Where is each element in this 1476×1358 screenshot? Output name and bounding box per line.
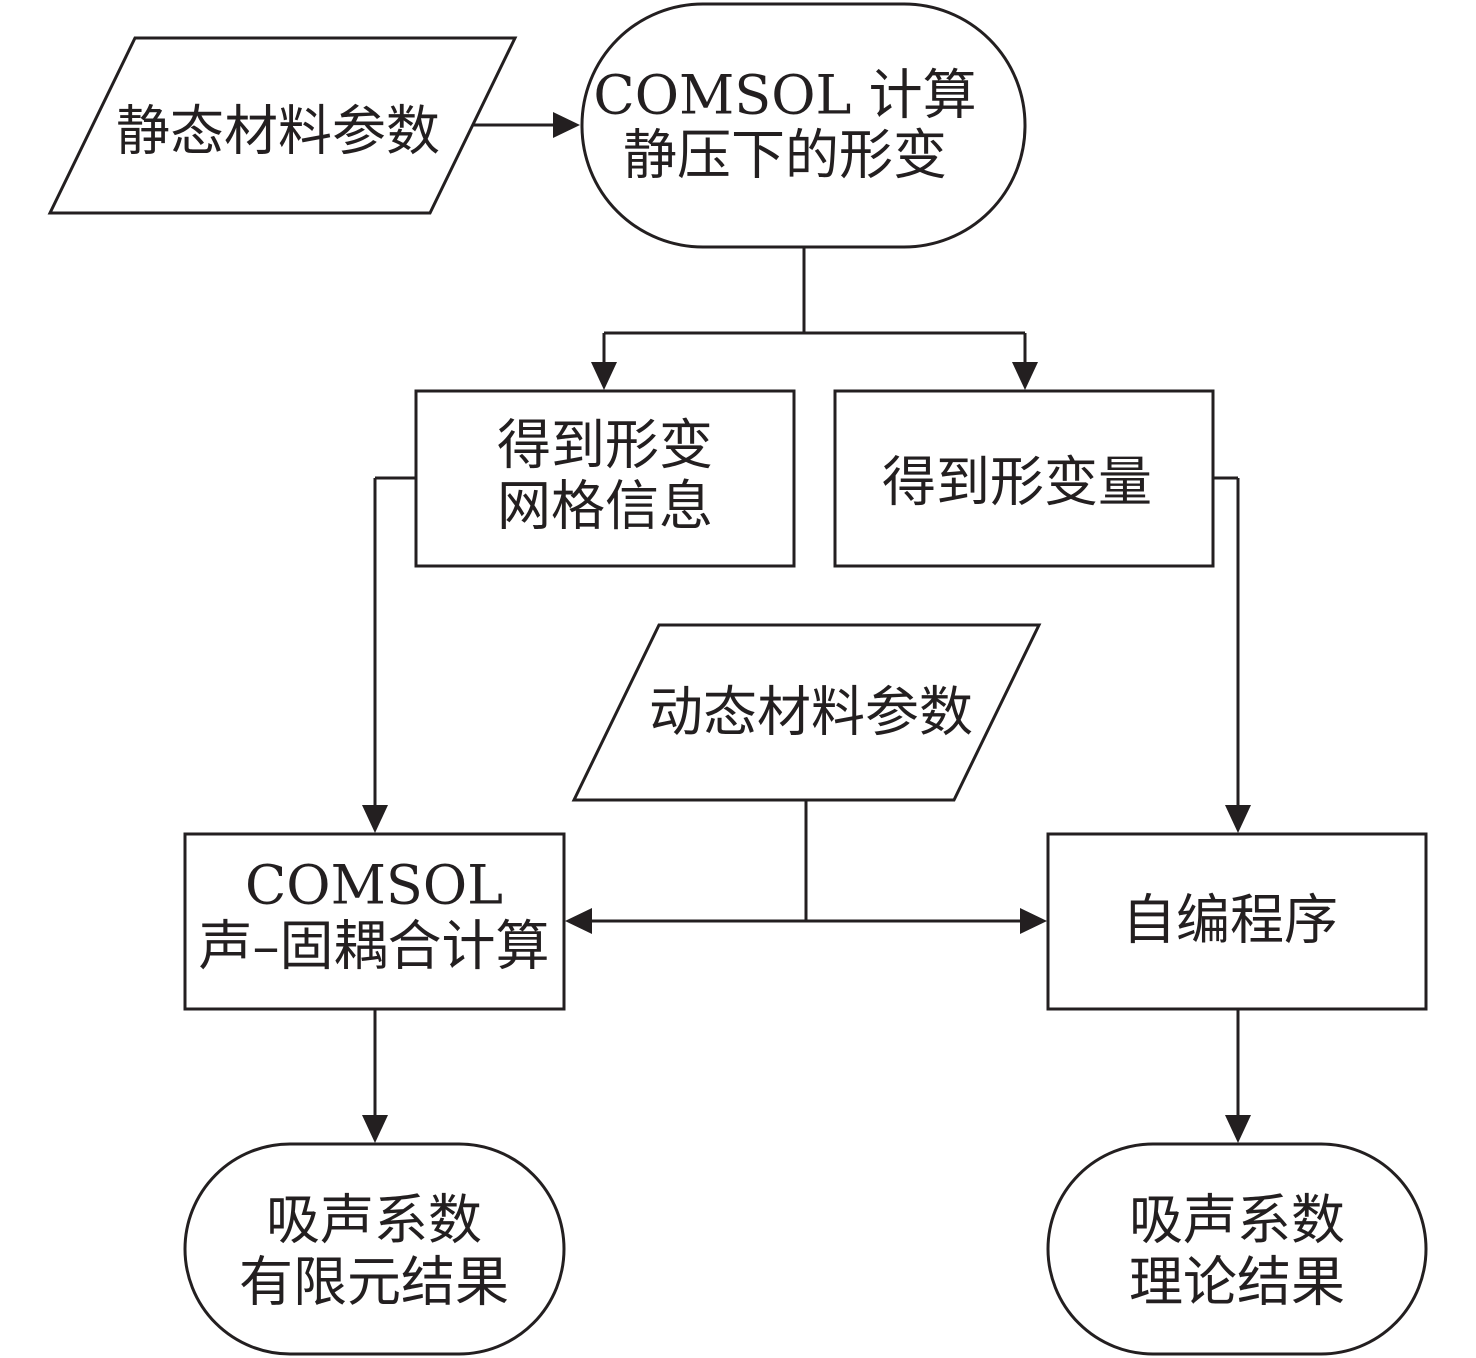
node-mesh-info-line-2: 网格信息	[497, 475, 713, 538]
node-static-params: 静态材料参数	[47, 36, 518, 215]
node-fem-result: 吸声系数 有限元结果	[183, 1142, 566, 1356]
edge-dynamic-params-split	[565, 800, 1047, 934]
edge-custom-program-to-theory-result	[1225, 1009, 1251, 1143]
edge-mesh-info-to-comsol-coupled	[362, 476, 416, 833]
node-static-params-label: 静态材料参数	[116, 100, 440, 163]
node-theory-result: 吸声系数 理论结果	[1046, 1142, 1428, 1356]
node-custom-program: 自编程序	[1046, 832, 1428, 1011]
connectors	[362, 112, 1251, 1143]
node-dynamic-params-label: 动态材料参数	[649, 681, 973, 744]
node-fem-result-line-2: 有限元结果	[239, 1251, 509, 1314]
edge-comsol-deform-split	[591, 248, 1038, 390]
edge-deform-amount-to-custom-program	[1213, 476, 1251, 833]
node-deform-amount: 得到形变量	[833, 389, 1215, 568]
node-comsol-coupled-line-2: 声–固耦合计算	[199, 915, 550, 978]
node-comsol-deform: COMSOL 计算 静压下的形变	[580, 2, 1027, 249]
node-deform-amount-label: 得到形变量	[882, 451, 1152, 514]
node-mesh-info-line-1: 得到形变	[497, 414, 713, 477]
node-dynamic-params: 动态材料参数	[571, 623, 1042, 802]
node-custom-program-label: 自编程序	[1122, 889, 1338, 952]
node-comsol-deform-line-2: 静压下的形变	[623, 124, 947, 187]
node-mesh-info: 得到形变 网格信息	[414, 389, 796, 568]
node-comsol-deform-line-1: COMSOL 计算	[593, 64, 976, 127]
node-comsol-coupled: COMSOL 声–固耦合计算	[183, 832, 566, 1011]
edge-comsol-coupled-to-fem-result	[362, 1009, 388, 1143]
edge-static-params-to-comsol-deform	[470, 112, 580, 138]
node-theory-result-line-2: 理论结果	[1129, 1251, 1345, 1314]
node-theory-result-line-1: 吸声系数	[1129, 1189, 1345, 1252]
node-comsol-coupled-line-1: COMSOL	[245, 854, 503, 917]
node-fem-result-line-1: 吸声系数	[266, 1189, 482, 1252]
